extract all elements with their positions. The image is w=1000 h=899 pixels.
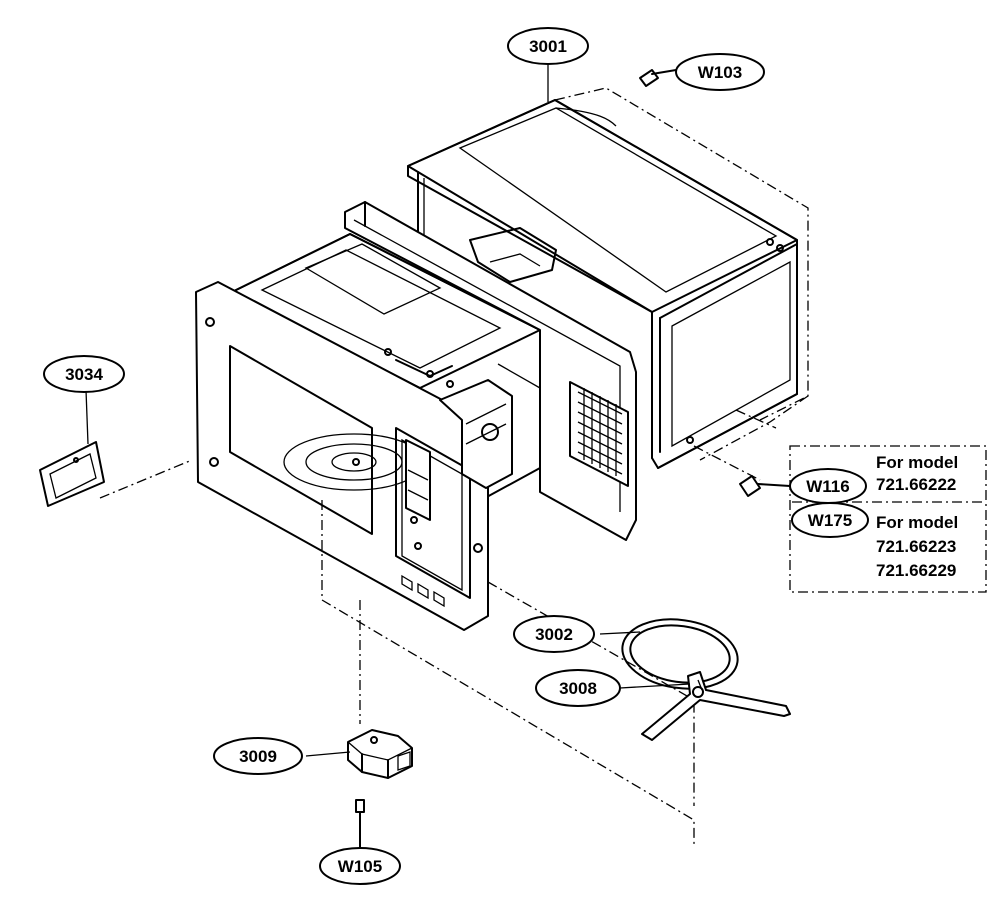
- callout-3008-label: 3008: [559, 679, 597, 698]
- model-note-box: [789, 445, 987, 593]
- screw-w116: [739, 475, 791, 497]
- roller-ring-3002: [621, 618, 739, 690]
- inner-cavity-chassis: [195, 201, 637, 631]
- roller-support-3008: [641, 671, 791, 741]
- callout-3002: 3002: [513, 615, 595, 653]
- model-note-line5: 721.66229: [876, 561, 956, 580]
- callout-3002-label: 3002: [535, 625, 573, 644]
- callout-3009-label: 3009: [239, 747, 277, 766]
- callout-w105-label: W105: [338, 857, 382, 876]
- callout-w175-label: W175: [808, 511, 852, 530]
- callout-3001-label: 3001: [529, 37, 567, 56]
- callout-3009: 3009: [213, 737, 303, 775]
- callout-3034-label: 3034: [65, 365, 103, 384]
- screw-w105: [355, 799, 365, 853]
- callout-w103-label: W103: [698, 63, 742, 82]
- vent-grille: [569, 381, 629, 487]
- callout-3001: 3001: [507, 27, 589, 65]
- turntable-motor-3009: [347, 729, 413, 779]
- waveguide-cover-3034: [39, 441, 105, 507]
- model-note-line1: For model: [876, 453, 958, 472]
- callout-w116-label: W116: [806, 477, 849, 496]
- model-note-line4: 721.66223: [876, 537, 956, 556]
- callout-w175: W175: [791, 502, 869, 538]
- outer-cabinet: [407, 99, 798, 469]
- screw-w103: [639, 69, 677, 87]
- callout-w105: W105: [319, 847, 401, 885]
- model-note-line2: 721.66222: [876, 475, 956, 494]
- callout-3034: 3034: [43, 355, 125, 393]
- callout-3008: 3008: [535, 669, 621, 707]
- model-note-line3: For model: [876, 513, 958, 532]
- callout-w103: W103: [675, 53, 765, 91]
- callout-w116: W116: [789, 468, 867, 504]
